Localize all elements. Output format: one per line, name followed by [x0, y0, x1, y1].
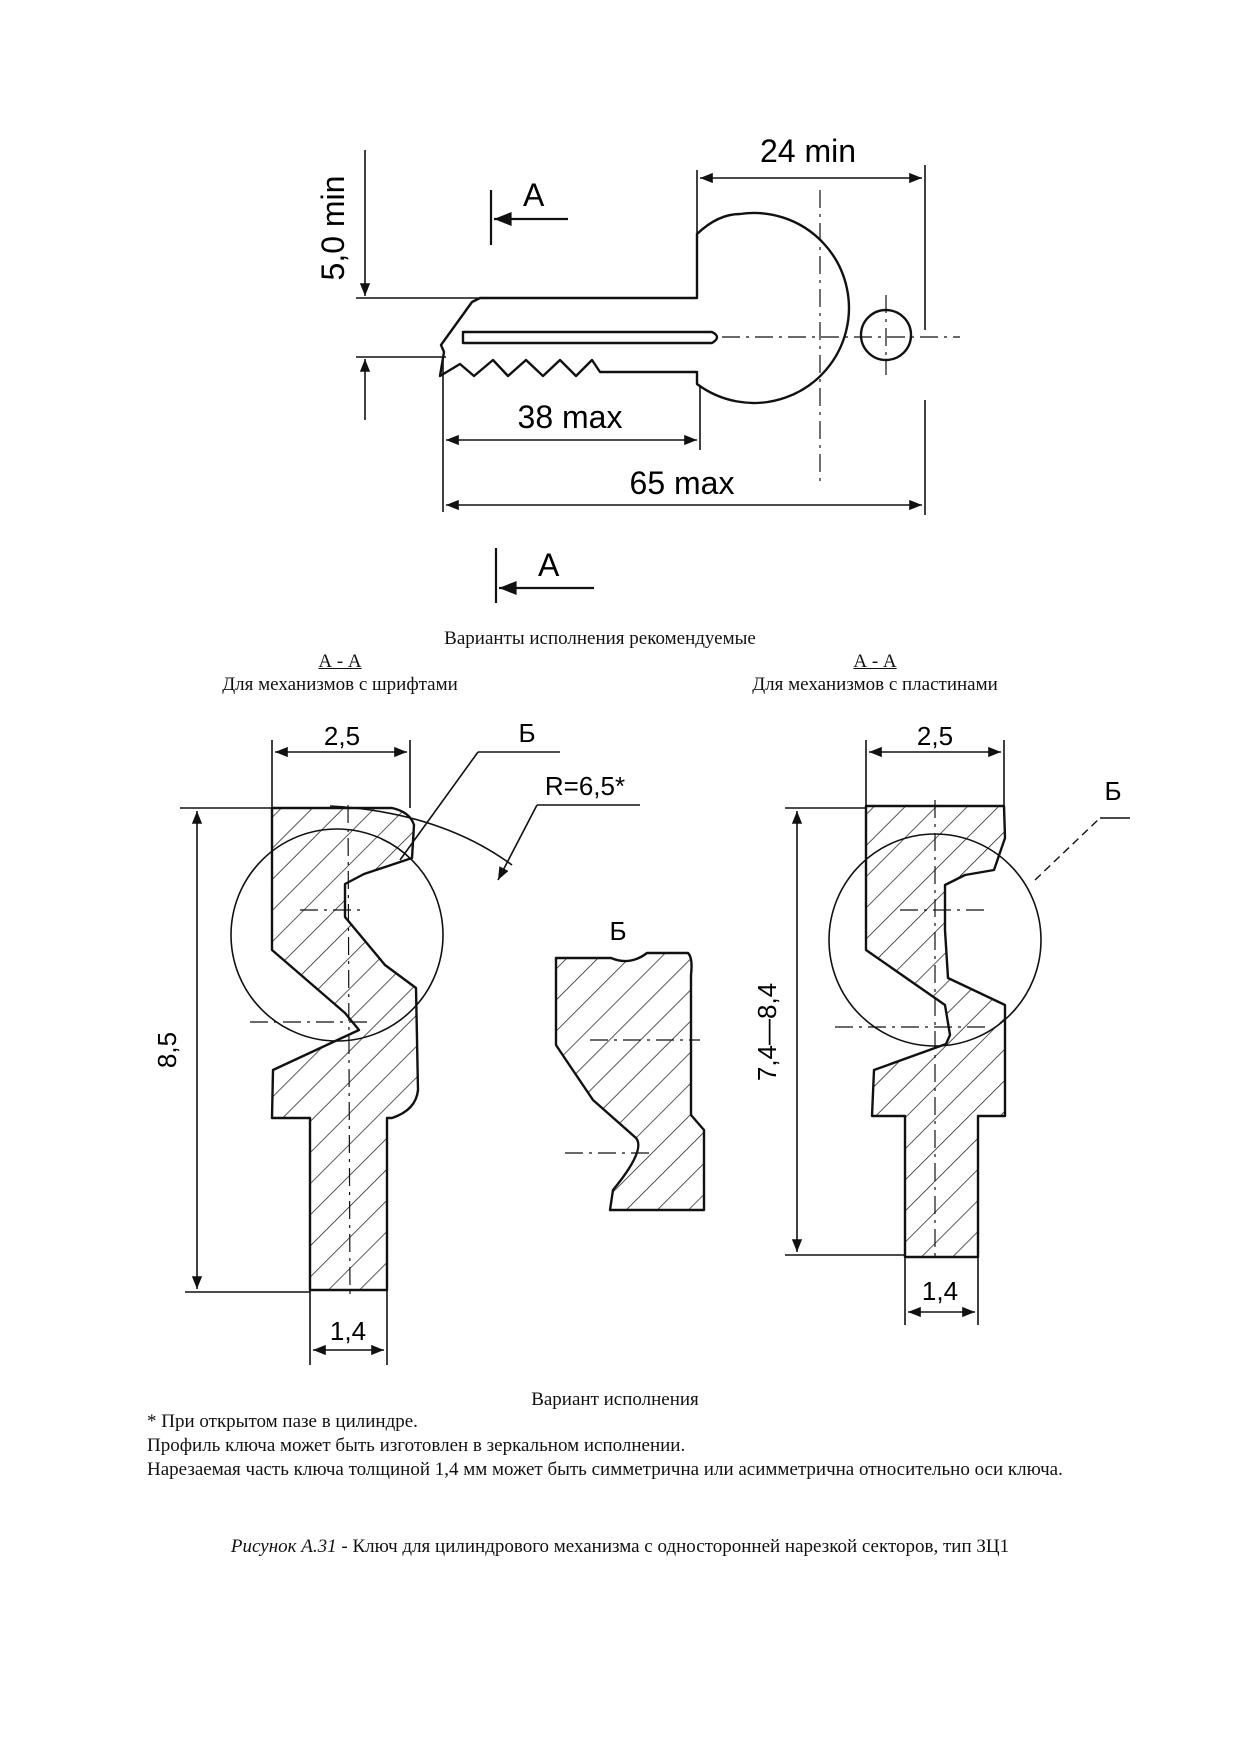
detail-b-label: Б [609, 916, 626, 946]
dim-5-min [356, 150, 478, 420]
dim-65-max [445, 400, 926, 515]
right-profile [785, 740, 1130, 1325]
dim-5-min-label: 5,0 min [315, 176, 351, 281]
figure-number: Рисунок А.31 [230, 1536, 337, 1557]
section-mark-bottom-label: А [538, 547, 560, 583]
left-heading-label: Для механизмов с шрифтами [222, 674, 458, 695]
left-radius-label: R=6,5* [545, 771, 625, 801]
note-1: * При открытом пазе в цилиндре. [147, 1411, 418, 1432]
dim-24-min-label: 24 min [760, 133, 856, 169]
dim-38-max [442, 360, 701, 512]
left-detail-mark: Б [518, 718, 535, 748]
detail-b [554, 951, 706, 1212]
dim-24-min [696, 165, 926, 330]
left-section-label: А - А [318, 651, 362, 672]
right-dim-height-label: 7,4—8,4 [752, 983, 782, 1081]
section-mark-top [489, 190, 568, 245]
left-dim-height-label: 8,5 [152, 1032, 182, 1068]
right-heading-label: Для механизмов с пластинами [752, 674, 998, 695]
caption-separator: - [336, 1536, 353, 1557]
heading-variants-recommended: Варианты исполнения рекомендуемые [444, 628, 756, 649]
dim-65-max-label: 65 max [630, 465, 735, 501]
note-3: Нарезаемая часть ключа толщиной 1,4 мм м… [147, 1459, 1063, 1480]
section-mark-top-label: А [523, 177, 545, 213]
left-dim-top-label: 2,5 [324, 721, 360, 751]
right-section-label: А - А [853, 651, 897, 672]
right-dim-top-label: 2,5 [917, 721, 953, 751]
note-2: Профиль ключа может быть изготовлен в зе… [147, 1435, 686, 1456]
figure-caption: Рисунок А.31 - Ключ для цилиндрового мех… [0, 1535, 1240, 1559]
caption-text: Ключ для цилиндрового механизма с одност… [352, 1536, 1010, 1557]
right-dim-bottom-label: 1,4 [922, 1276, 958, 1306]
left-dim-bottom-label: 1,4 [330, 1316, 366, 1346]
left-profile [180, 740, 640, 1365]
dim-38-max-label: 38 max [518, 399, 623, 435]
right-detail-mark: Б [1104, 776, 1121, 806]
key-outline [438, 211, 913, 405]
key-centerlines [722, 190, 960, 485]
variant-label: Вариант исполнения [531, 1389, 699, 1410]
section-mark-bottom [494, 548, 594, 603]
